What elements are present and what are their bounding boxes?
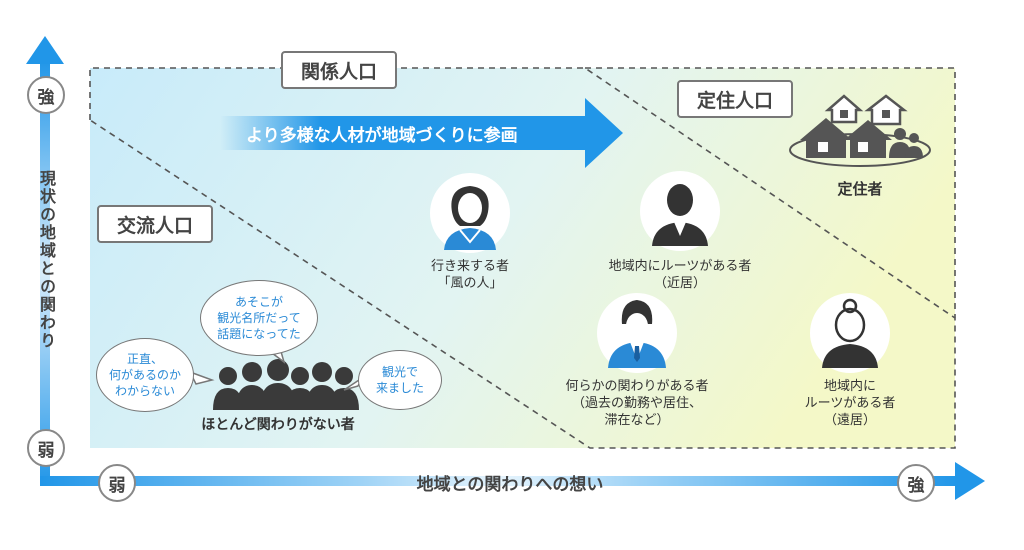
bubble-2-line: 観光名所だって [217,311,301,325]
bubble-3-line: 来ました [375,381,424,395]
person-label-distant-roots: 地域内に ルーツがある者 （遠居） [790,378,910,429]
y-axis-title: 現状の地域との関わり [37,170,56,350]
x-axis-arrowhead [955,462,985,500]
person-label-line: ルーツがある者 [804,396,896,411]
man-icon [640,171,720,251]
participation-arrow [220,98,623,168]
person-label-line: （近居） [653,276,706,291]
resident-label: 定住者 [837,180,883,198]
person-label-line: 「風の人」 [437,276,503,291]
x-axis-shaft [40,476,960,486]
person-label-line: 地域内にルーツがある者 [608,259,752,274]
person-label-line: （過去の勤務や居住、 [571,396,702,411]
person-label-line: 行き来する者 [430,259,509,274]
bubble-2-line: あそこが [234,295,283,309]
x-axis-strong-label: 強 [897,464,935,502]
bubble-1-line: 何があるのか [108,368,181,382]
kankei-zone-label: 関係人口 [281,51,397,89]
speech-bubble-3: 観光で 来ました [358,350,442,410]
teiju-zone-label: 定住人口 [677,80,793,118]
person-label-line: 地域内に [823,379,876,394]
x-axis-title: 地域との関わりへの想い [416,475,604,495]
teiju-zone-outline [585,67,956,318]
y-axis-shaft [40,60,50,486]
bubble-1-line: わからない [114,384,175,398]
person-label-nearby-roots: 地域内にルーツがある者 （近居） [600,258,760,292]
participation-arrow-text: より多様な人材が地域づくりに参画 [246,126,518,146]
speech-bubble-1: 正直、 何があるのか わからない [96,338,194,412]
y-axis-strong-label: 強 [27,76,65,114]
crowd-label: ほとんど関わりがない者 [201,417,355,433]
person-label-traveler: 行き来する者 「風の人」 [410,258,530,292]
elderly-woman-icon [810,293,890,373]
woman-icon [430,173,510,253]
businessman-icon [597,293,677,373]
crowd-icon [213,359,359,410]
person-label-some-connection: 何らかの関わりがある者 （過去の勤務や居住、 滞在など） [557,378,717,429]
bubble-3-line: 観光で [381,365,418,379]
y-axis-weak-label: 弱 [27,429,65,467]
bubble-2-line: 話題になってた [217,327,301,341]
x-axis-weak-label: 弱 [98,464,136,502]
person-label-line: 滞在など） [604,413,670,428]
person-label-line: 何らかの関わりがある者 [565,379,709,394]
houses-icon [789,94,931,167]
bubble-1-line: 正直、 [126,352,163,366]
y-axis-arrowhead [26,36,64,64]
speech-bubble-2: あそこが 観光名所だって 話題になってた [200,280,318,356]
person-label-line: （遠居） [823,413,876,428]
koryu-zone-label: 交流人口 [97,205,213,243]
